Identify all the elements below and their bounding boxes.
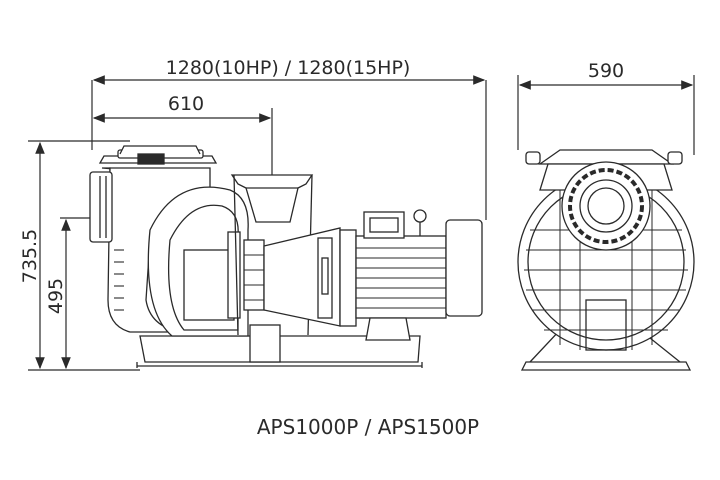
pump-front-view [517, 149, 695, 371]
inlet-outlet-label: 610 [168, 93, 204, 115]
overall-length-label: 1280(10HP) / 1280(15HP) [166, 57, 411, 79]
dimension-lines [28, 75, 695, 371]
pump-side-view [89, 145, 483, 368]
width-label: 590 [588, 60, 624, 82]
inlet-height-label: 495 [45, 278, 67, 314]
model-caption: APS1000P / APS1500P [257, 415, 479, 439]
overall-height-label: 735.5 [19, 229, 41, 283]
